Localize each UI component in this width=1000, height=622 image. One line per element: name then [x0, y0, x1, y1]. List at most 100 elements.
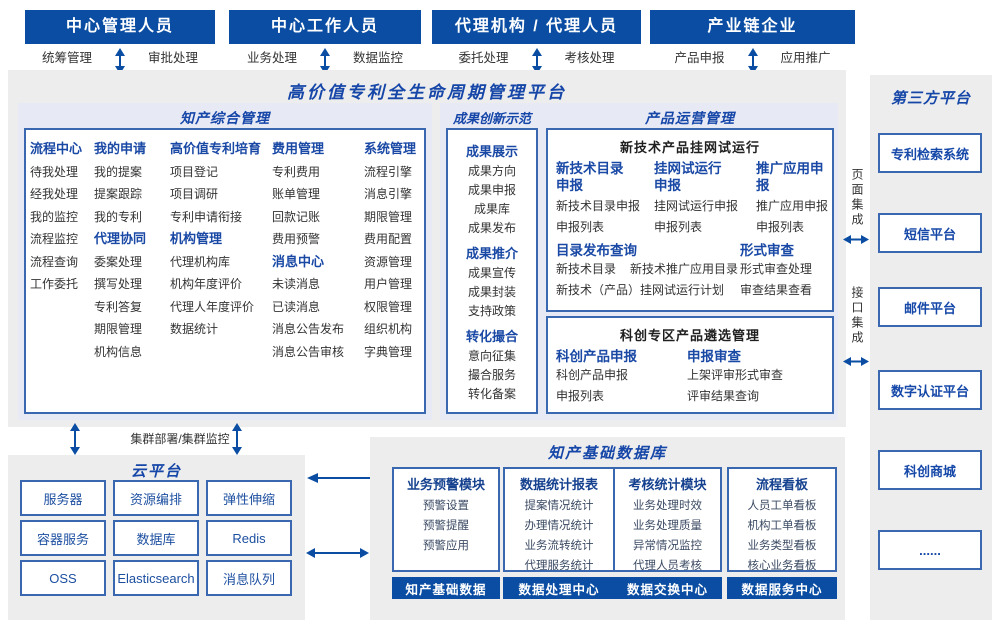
- heading-line: 新技术目录: [556, 161, 624, 176]
- database-module-heading: 业务预警模块: [406, 477, 485, 492]
- menu-item: 新技术目录: [556, 262, 617, 276]
- page-integration-label: 页面集成: [850, 168, 864, 228]
- role-task-label: 数据监控: [353, 51, 404, 65]
- menu-group-heading: 申报审查: [687, 348, 822, 365]
- menu-item: 上架评审形式审查: [687, 368, 784, 382]
- role-task-label: 考核处理: [564, 51, 615, 65]
- cloud-service-item: 弹性伸缩: [206, 480, 292, 516]
- menu-group-heading: 科创产品申报: [556, 348, 681, 365]
- menu-item: 账单管理: [272, 187, 321, 201]
- menu-group-heading: 消息中心: [272, 253, 325, 269]
- menu-column: 推广应用申报推广应用申报申报列表: [756, 160, 832, 238]
- menu-item: 机构年度评价: [170, 277, 243, 291]
- menu-item: 意向征集: [467, 349, 516, 363]
- menu-group-heading: 代理协同: [94, 231, 147, 246]
- menu-item-row: 申报列表: [556, 217, 648, 238]
- menu-item: 消息公告审核: [272, 344, 345, 359]
- menu-item: 提案跟踪: [94, 187, 143, 201]
- menu-column: 我的申请我的提案提案跟踪我的专利代理协同委案处理撰写处理专利答复期限管理机构信息: [94, 138, 164, 404]
- menu-item: 回款记账: [272, 209, 321, 224]
- third-party-panel: 第三方平台 专利检索系统短信平台邮件平台数字认证平台科创商城......: [870, 75, 992, 620]
- menu-column: 系统管理流程引擎消息引擎期限管理费用配置资源管理用户管理权限管理组织机构字典管理: [364, 138, 424, 404]
- menu-item: 已读消息: [272, 299, 321, 314]
- menu-item: 我的提案: [94, 164, 143, 179]
- menu-item: 新技术（产品）挂网试运行计划: [556, 283, 725, 297]
- role-task-label: 委托处理: [458, 51, 509, 65]
- database-module-item: 机构工单看板: [747, 520, 817, 532]
- role-task-label: 统筹管理: [41, 51, 92, 65]
- menu-row: 目录发布查询新技术目录新技术推广应用目录新技术（产品）挂网试运行计划 形式审查形式…: [548, 238, 832, 301]
- cloud-service-item: 资源编排: [113, 480, 199, 516]
- database-module-item: 办理情况统计: [524, 520, 594, 532]
- menu-item: 消息公告发布: [272, 322, 345, 336]
- heading-line: 形式审查: [740, 243, 794, 258]
- menu-item: 科创产品申报: [556, 368, 629, 382]
- database-module: 数据统计报表提案情况统计办理情况统计业务流转统计代理服务统计: [503, 467, 615, 572]
- menu-item: 流程监控: [30, 232, 79, 246]
- menu-item: 期限管理: [94, 322, 143, 336]
- heading-line: 申报: [556, 178, 583, 193]
- database-module: 流程看板人员工单看板机构工单看板业务类型看板核心业务看板: [727, 467, 837, 572]
- double-arrow-vertical-icon: [70, 423, 80, 455]
- menu-item: 专利申请衔接: [170, 209, 243, 224]
- database-center-bar: 数据服务中心: [727, 577, 837, 599]
- role-group-center-admin: 中心管理人员 统筹管理 审批处理: [25, 10, 215, 84]
- database-module-heading: 考核统计模块: [628, 477, 707, 492]
- cloud-service-item: 容器服务: [20, 520, 106, 556]
- menu-group-heading: 我的申请: [94, 141, 147, 156]
- menu-group-heading: 流程中心: [30, 141, 83, 156]
- menu-item-row: 新技术目录新技术推广应用目录: [556, 259, 738, 280]
- menu-group-heading: 成果推介: [465, 246, 518, 261]
- menu-item: 支持政策: [467, 304, 516, 318]
- role-bar: 中心工作人员: [229, 10, 421, 44]
- double-arrow-horizontal-icon: [843, 357, 869, 366]
- ip-database-panel: 知产基础数据库 业务预警模块预警设置预警提醒预警应用知产基础数据数据统计报表提案…: [370, 437, 845, 620]
- cloud-service-item: 消息队列: [206, 560, 292, 596]
- menu-item-row: 评审结果查询: [687, 386, 822, 407]
- cloud-service-item: Redis: [206, 520, 292, 556]
- menu-item: 成果申报: [467, 183, 516, 197]
- left-arrow-icon: [307, 473, 392, 483]
- menu-item: 形式审查处理: [740, 262, 813, 276]
- new-tech-trial-box: 新技术产品挂网试运行 新技术目录申报新技术目录申报申报列表挂网试运行申报挂网试运…: [546, 128, 834, 312]
- third-party-item: 科创商城: [878, 450, 982, 490]
- menu-group-heading: 系统管理: [364, 141, 417, 156]
- platform-container: 高价值专利全生命周期管理平台 知产综合管理 流程中心待我处理经我处理我的监控流程…: [8, 70, 846, 427]
- menu-item: 申报列表: [756, 220, 805, 234]
- menu-item-row: 新技术目录申报: [556, 196, 648, 217]
- heading-line: 目录发布查询: [556, 243, 637, 258]
- menu-item-row: 挂网试运行申报: [654, 196, 750, 217]
- database-module-item: 业务类型看板: [747, 540, 817, 552]
- database-module-item: 预警设置: [423, 500, 469, 512]
- menu-group-heading: 机构管理: [170, 231, 223, 246]
- heading-line: 申报审查: [687, 349, 741, 364]
- menu-item: 专利答复: [94, 299, 143, 314]
- menu-group-heading: 挂网试运行申报: [654, 160, 750, 196]
- database-module-item: 代理人员考核: [633, 560, 702, 572]
- cloud-service-item: Elasticsearch: [113, 560, 199, 596]
- third-party-item: 专利检索系统: [878, 133, 982, 173]
- menu-item: 数据统计: [170, 322, 219, 336]
- database-module: 考核统计模块业务处理时效业务处理质量异常情况监控代理人员考核: [613, 467, 722, 572]
- menu-group-heading: 目录发布查询: [556, 242, 734, 259]
- database-module-item: 人员工单看板: [747, 500, 817, 512]
- sci-innovation-selection-box: 科创专区产品遴选管理 科创产品申报科创产品申报申报列表申报审查上架评审形式审查评…: [546, 316, 834, 414]
- database-module: 业务预警模块预警设置预警提醒预警应用: [392, 467, 500, 572]
- menu-item: 成果方向: [467, 164, 516, 178]
- menu-column: 流程中心待我处理经我处理我的监控流程监控流程查询工作委托: [30, 138, 88, 404]
- section-achievement-demo: 成果创新示范 成果展示成果方向成果申报成果库成果发布成果推介成果宣传成果封装支持…: [440, 103, 544, 420]
- role-bar: 中心管理人员: [25, 10, 215, 44]
- menu-item: 项目登记: [170, 164, 219, 179]
- double-arrow-horizontal-icon: [843, 235, 869, 244]
- menu-item: 待我处理: [30, 164, 79, 179]
- menu-item: 申报列表: [654, 220, 703, 234]
- heading-line: 申报: [654, 178, 681, 193]
- database-module-item: 异常情况监控: [633, 540, 702, 552]
- menu-item: 委案处理: [94, 254, 143, 269]
- menu-item: 申报列表: [556, 389, 605, 403]
- menu-item-row: 新技术（产品）挂网试运行计划: [556, 280, 734, 301]
- role-task-label: 业务处理: [246, 51, 297, 65]
- section-ip-management: 知产综合管理 流程中心待我处理经我处理我的监控流程监控流程查询工作委托我的申请我…: [18, 103, 432, 420]
- menu-item: 新技术目录申报: [556, 199, 641, 213]
